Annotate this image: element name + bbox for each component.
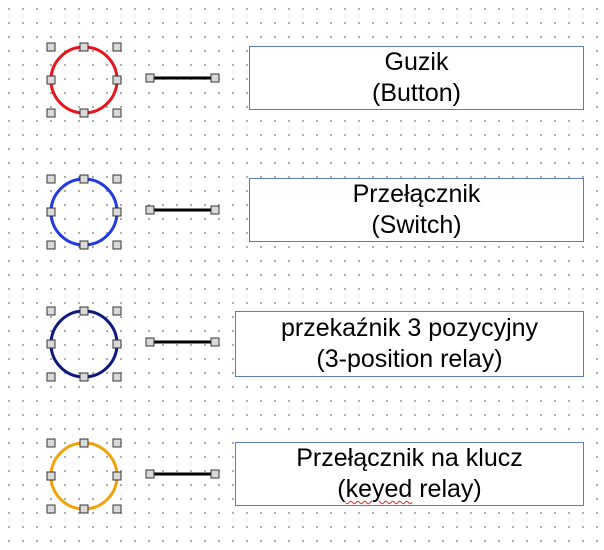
row-button: Guzik (Button): [0, 40, 604, 120]
resize-handle-bottom-center[interactable]: [79, 108, 89, 118]
label-box-3-position-relay[interactable]: przekaźnik 3 pozycyjny (3-position relay…: [235, 311, 584, 377]
connector-end-handle[interactable]: [210, 337, 220, 347]
circle-shape-red[interactable]: [46, 42, 122, 118]
connector-end-handle[interactable]: [210, 469, 220, 479]
resize-handle-top-right[interactable]: [112, 306, 122, 316]
resize-handle-top-left[interactable]: [46, 306, 56, 316]
resize-handle-top-center[interactable]: [79, 438, 89, 448]
label-box-keyed-relay[interactable]: Przełącznik na klucz (keyed relay): [235, 442, 584, 506]
label-box-switch[interactable]: Przełącznik (Switch): [249, 178, 584, 242]
connector-line[interactable]: [145, 70, 220, 86]
resize-handle-top-center[interactable]: [79, 42, 89, 52]
resize-handle-bottom-left[interactable]: [46, 372, 56, 382]
selection-handles[interactable]: [46, 174, 122, 250]
circle-shape-blue[interactable]: [46, 174, 122, 250]
resize-handle-middle-right[interactable]: [112, 75, 122, 85]
selection-handles[interactable]: [46, 306, 122, 382]
label-translation: (Switch): [371, 211, 462, 239]
circle-outline[interactable]: [49, 45, 119, 115]
connector-start-handle[interactable]: [145, 469, 155, 479]
label-box-button[interactable]: Guzik (Button): [249, 46, 584, 110]
label-translation: (Button): [372, 79, 461, 107]
connector-start-handle[interactable]: [145, 205, 155, 215]
circle-shape-orange[interactable]: [46, 438, 122, 514]
connector-line[interactable]: [145, 466, 220, 482]
selection-handles[interactable]: [46, 438, 122, 514]
resize-handle-bottom-right[interactable]: [112, 504, 122, 514]
resize-handle-top-center[interactable]: [79, 174, 89, 184]
resize-handle-top-right[interactable]: [112, 42, 122, 52]
resize-handle-top-right[interactable]: [112, 174, 122, 184]
row-keyed-relay: Przełącznik na klucz (keyed relay): [0, 436, 604, 516]
circle-outline[interactable]: [49, 309, 119, 379]
selection-handles[interactable]: [46, 42, 122, 118]
resize-handle-middle-right[interactable]: [112, 339, 122, 349]
resize-handle-middle-right[interactable]: [112, 471, 122, 481]
resize-handle-top-left[interactable]: [46, 174, 56, 184]
resize-handle-bottom-left[interactable]: [46, 504, 56, 514]
connector-start-handle[interactable]: [145, 73, 155, 83]
circle-outline[interactable]: [49, 441, 119, 511]
spellcheck-flagged-word[interactable]: keyed: [345, 475, 413, 503]
resize-handle-middle-left[interactable]: [46, 339, 56, 349]
resize-handle-bottom-right[interactable]: [112, 240, 122, 250]
label-title: Przełącznik na klucz: [296, 444, 523, 472]
connector-line[interactable]: [145, 202, 220, 218]
resize-handle-bottom-center[interactable]: [79, 372, 89, 382]
row-3-position-relay: przekaźnik 3 pozycyjny (3-position relay…: [0, 304, 604, 384]
connector-line[interactable]: [145, 334, 220, 350]
resize-handle-bottom-left[interactable]: [46, 240, 56, 250]
resize-handle-bottom-right[interactable]: [112, 108, 122, 118]
resize-handle-top-left[interactable]: [46, 42, 56, 52]
connector-end-handle[interactable]: [210, 205, 220, 215]
resize-handle-top-right[interactable]: [112, 438, 122, 448]
resize-handle-middle-right[interactable]: [112, 207, 122, 217]
resize-handle-top-left[interactable]: [46, 438, 56, 448]
label-title: Przełącznik: [352, 180, 481, 208]
label-title: przekaźnik 3 pozycyjny: [280, 314, 539, 342]
label-suffix: relay): [412, 475, 482, 503]
label-translation: (keyed relay): [337, 474, 482, 505]
circle-outline[interactable]: [49, 177, 119, 247]
resize-handle-middle-left[interactable]: [46, 207, 56, 217]
resize-handle-bottom-center[interactable]: [79, 504, 89, 514]
label-translation: (3-position relay): [316, 345, 503, 373]
row-switch: Przełącznik (Switch): [0, 172, 604, 252]
resize-handle-top-center[interactable]: [79, 306, 89, 316]
label-prefix: (: [337, 475, 346, 503]
label-title: Guzik: [384, 48, 449, 76]
resize-handle-middle-left[interactable]: [46, 75, 56, 85]
circle-shape-navy[interactable]: [46, 306, 122, 382]
resize-handle-bottom-right[interactable]: [112, 372, 122, 382]
resize-handle-bottom-center[interactable]: [79, 240, 89, 250]
resize-handle-middle-left[interactable]: [46, 471, 56, 481]
connector-end-handle[interactable]: [210, 73, 220, 83]
resize-handle-bottom-left[interactable]: [46, 108, 56, 118]
connector-start-handle[interactable]: [145, 337, 155, 347]
